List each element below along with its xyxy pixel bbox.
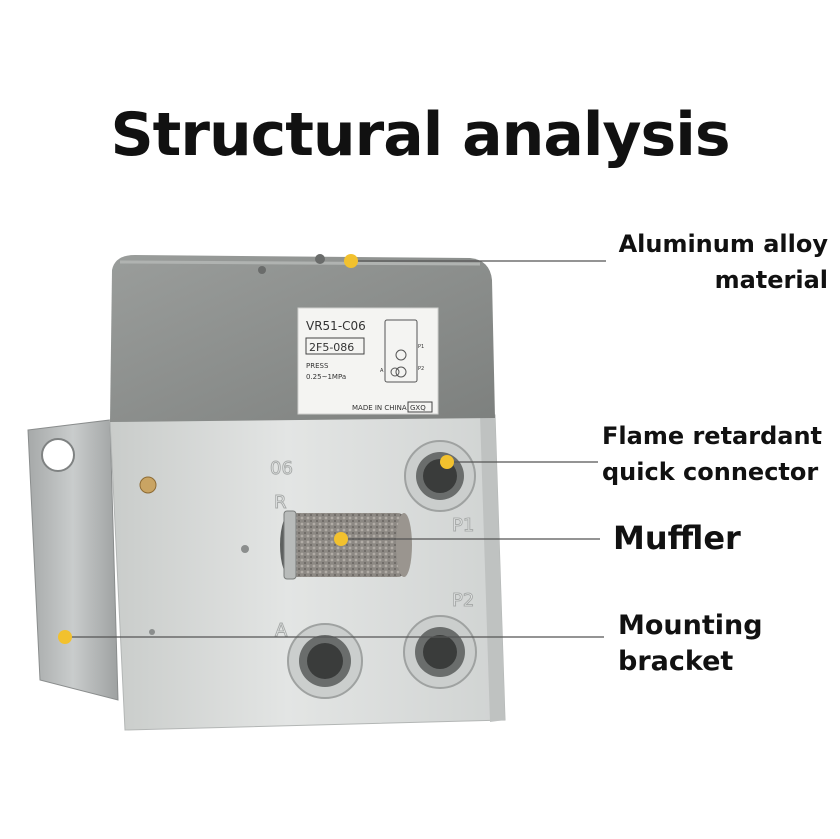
callout-aluminum-line2: material: [714, 266, 828, 294]
callout-flame-line2: quick connector: [602, 458, 819, 486]
callout-aluminum-line1: Aluminum alloy: [618, 230, 828, 258]
valve-press: PRESS: [306, 362, 329, 370]
port-a-label: A: [275, 620, 288, 641]
valve-label-plate: VR51-C06 2F5-086 PRESS 0.25~1MPa P1 P2 A…: [297, 307, 439, 415]
quick-connector-top: [404, 440, 476, 512]
valve-part: 2F5-086: [309, 341, 354, 354]
port-r-label: R: [274, 492, 287, 513]
callout-aluminum: Aluminum alloy material: [619, 226, 828, 298]
quick-connector-bottom-left: [287, 623, 363, 699]
diagram-p2: P2: [418, 366, 424, 372]
brass-plug: [139, 476, 157, 494]
screw-hole: [241, 545, 249, 553]
marker-bracket: [58, 630, 72, 644]
marker-aluminum: [344, 254, 358, 268]
mounting-bracket: [27, 419, 119, 701]
page-title: Structural analysis: [110, 100, 730, 170]
callout-muffler-text: Muffler: [613, 519, 741, 557]
valve-range: 0.25~1MPa: [306, 373, 346, 381]
valve-made-in: MADE IN CHINA: [352, 404, 407, 412]
valve-model: VR51-C06: [306, 319, 366, 333]
callout-bracket-line1: Mounting: [618, 610, 763, 641]
port-p2-label: P2: [452, 590, 474, 611]
callout-flame: Flame retardant quick connector: [602, 418, 822, 490]
diagram-p1: P1: [418, 344, 424, 350]
callout-bracket: Mounting bracket: [618, 608, 763, 680]
valve-brand: GXQ: [410, 404, 426, 412]
marker-muffler: [334, 532, 348, 546]
port-p1-label: P1: [452, 515, 474, 536]
muffler: [280, 510, 412, 580]
callout-muffler: Muffler: [613, 520, 741, 556]
screw-hole: [149, 629, 155, 635]
marker-connector: [440, 455, 454, 469]
port-size-label: 06: [270, 458, 293, 479]
quick-connector-bottom-right: [403, 615, 477, 689]
callout-flame-line1: Flame retardant: [602, 422, 823, 450]
diagram-a: A: [380, 368, 384, 374]
callout-bracket-line2: bracket: [618, 646, 734, 677]
